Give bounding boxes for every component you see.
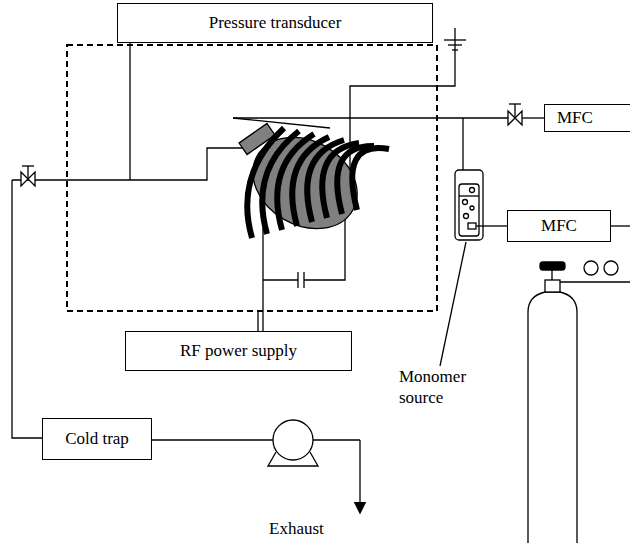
valve-symbol — [21, 166, 35, 186]
monomer-bubbler — [455, 170, 483, 240]
box-label: MFC — [557, 108, 593, 128]
transducer-box: Pressure transducer — [117, 3, 433, 43]
box-label: MFC — [541, 216, 577, 236]
vacuum-pump — [268, 420, 318, 466]
box-label: Cold trap — [65, 429, 129, 449]
mfc-box: MFC — [544, 104, 630, 132]
ground-symbol — [444, 28, 466, 50]
cold-trap-box: Cold trap — [42, 418, 152, 460]
valve-symbol — [508, 104, 522, 125]
part-label: Monomer source — [398, 366, 470, 409]
outlet-label: Exhaust — [268, 518, 325, 539]
coil-turn — [352, 148, 389, 210]
rf-coil — [247, 128, 389, 238]
mfc-box: MFC — [507, 210, 611, 242]
chamber-enclosure — [67, 45, 437, 311]
box-label: RF power supply — [180, 341, 297, 361]
box-label: Pressure transducer — [209, 13, 342, 33]
gas-cylinder — [528, 261, 630, 543]
power-supply-box: RF power supply — [125, 331, 352, 371]
